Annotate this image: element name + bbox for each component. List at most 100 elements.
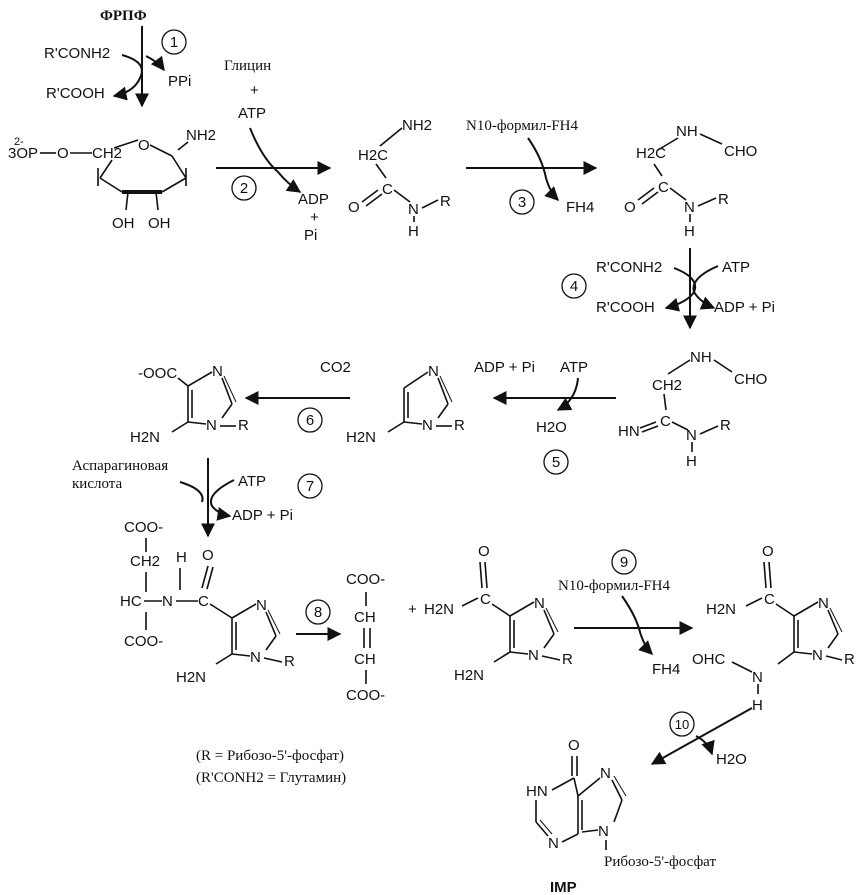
faicar-n1: N [812,647,823,664]
step10-arrow [650,707,753,765]
ribose-ch2: CH2 [92,145,122,162]
step2-circle [231,175,257,201]
step9-fh4: FH4 [652,661,680,678]
step3-circle [509,189,535,215]
step5-circle [543,449,569,475]
step6-circle [297,407,323,433]
glycinamide: NH2 H2C C O N R H [348,117,451,240]
step10-circle [669,711,695,737]
step2-curved-arrow [249,127,302,193]
saicar-c: C [198,593,209,610]
step2-plus2: + [310,209,319,226]
step8-circle [305,599,331,625]
saicar-r: R [284,653,295,670]
phosphoribosylamine: 2- 3OP O CH2 O NH2 OH OH [8,127,216,232]
gar-o: O [348,199,360,216]
oh-2: OH [112,215,135,232]
fgar-h2c: H2C [636,145,666,162]
step7-number: 7 [306,478,314,495]
saicar-n1: N [250,649,261,666]
faicar-h: H [752,697,763,714]
step4-circle [561,273,587,299]
step1-number: 1 [170,34,178,51]
charge-2: 2- [14,136,24,148]
step7-adp-pi: ADP + Pi [232,507,293,524]
saicar-coo-top: COO- [124,519,163,536]
step5-adp-pi: ADP + Pi [474,359,535,376]
fgam-c: C [660,413,671,430]
aicar-r: R [562,651,573,668]
gar-r: R [440,193,451,210]
step4-atp: ATP [722,259,750,276]
gar-c: C [382,181,393,198]
fumarate-coo-bottom: COO- [346,687,385,704]
step4-rconh2: R'CONH2 [596,259,662,276]
step7-asp2: кислота [72,476,122,492]
faicar-n-formyl: N [752,669,763,686]
imp-o: O [568,737,580,754]
step7-curved-left [179,481,204,503]
ribose-nh2: NH2 [186,127,216,144]
gar-nh2: NH2 [402,117,432,134]
imp-n3: N [548,835,559,852]
fgar-n: N [684,199,695,216]
step1-rconh2: R'CONH2 [44,45,110,62]
fumarate: COO- CH CH COO- [346,571,385,704]
saicar-o: O [202,547,214,564]
carboxyaminoimidazole: -OOC N N R H2N [130,363,249,446]
fgam-nh: NH [690,349,712,366]
gar-n: N [408,201,419,218]
formylglycinamide: NH CHO H2C C O N R H [624,123,757,240]
step3-number: 3 [518,194,526,211]
step5-curved-arrow [556,377,579,411]
imp-n9: N [598,823,609,840]
fgam-cho: CHO [734,371,767,388]
step4-curved-right [692,265,719,310]
step5-atp: ATP [560,359,588,376]
cair-n1: N [206,417,217,434]
faicar-h2n: H2N [706,601,736,618]
saicar-h2n: H2N [176,669,206,686]
legend-r-definition: (R = Рибозо-5'-фосфат) [196,748,344,764]
step2-glycine: Глицин [224,58,271,74]
faicar-c: C [764,591,775,608]
aicar-n1: N [528,647,539,664]
saicar-n3: N [256,597,267,614]
aicar-o: O [478,543,490,560]
saicar-coo-bottom: COO- [124,633,163,650]
step10-number: 10 [675,717,689,732]
step6-number: 6 [306,412,314,429]
frpf-label: ФРПФ [100,8,147,24]
gar-h: H [408,223,419,240]
fumarate-coo-top: COO- [346,571,385,588]
step10-h2o: H2O [716,751,747,768]
fgar-r: R [718,191,729,208]
step1-rcooh: R'COOH [46,85,105,102]
saicar: COO- CH2 H HC N C O COO- N N R H2N [120,519,295,686]
step10-curved-arrow [695,735,715,756]
faicar-r: R [844,651,855,668]
legend-rconh2-definition: (R'CONH2 = Глутамин) [196,770,346,786]
step3-n10: N10-формил-FH4 [466,118,578,134]
step9-number: 9 [620,554,628,571]
step5-h2o: H2O [536,419,567,436]
air-n1: N [422,417,433,434]
gar-h2c: H2C [358,147,388,164]
step2-adp: ADP [298,191,329,208]
step1-ppi: PPi [168,73,191,90]
step2-pi: Pi [304,227,317,244]
cair-n3: N [212,363,223,380]
step4-rcooh: R'COOH [596,299,655,316]
o3p-label: 3OP [8,145,38,162]
ring-o: O [138,137,150,154]
faicar: O C H2N N N R N OHC H [692,543,855,714]
imp-ribose: Рибозо-5'-фосфат [604,854,716,870]
step5-number: 5 [552,454,560,471]
fumarate-ch-top: CH [354,609,376,626]
step2-plus: + [250,82,259,99]
imp-label: IMP [550,879,577,895]
aicar-h2n-bottom: H2N [454,667,484,684]
step1-curved-arrow [112,54,143,101]
step1-circle [161,29,187,55]
cair-ooc: -OOC [138,365,177,382]
